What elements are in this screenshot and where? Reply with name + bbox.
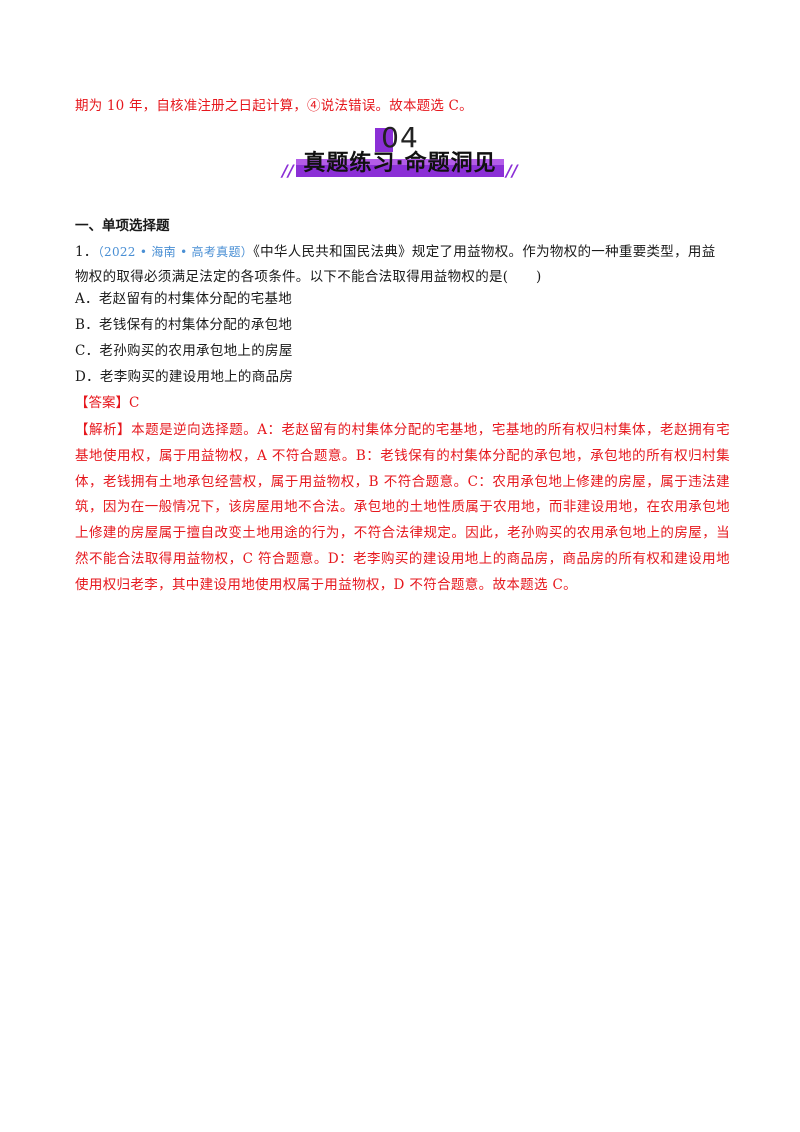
banner-title-highlight-dark <box>296 165 504 177</box>
banner-slash-right-icon: // <box>506 161 518 180</box>
banner-number-accent <box>375 128 393 152</box>
answer-line: 【答案】C <box>75 393 139 413</box>
banner-number: 04 <box>381 121 419 154</box>
option-d: D．老李购买的建设用地上的商品房 <box>75 369 294 385</box>
section-banner: 04 // // 真题练习·命题洞见 <box>0 118 800 188</box>
option-c: C．老孙购买的农用承包地上的房屋 <box>75 343 293 359</box>
answer-value: C <box>129 395 140 411</box>
question-number: 1． <box>75 244 98 260</box>
section-title: 一、单项选择题 <box>75 218 170 234</box>
banner-title: 真题练习·命题洞见 <box>303 151 497 176</box>
option-a: A．老赵留有的村集体分配的宅基地 <box>75 291 293 307</box>
answer-label: 【答案】 <box>75 395 129 411</box>
explanation-label: 【解析】 <box>75 422 132 438</box>
explanation: 【解析】本题是逆向选择题。A：老赵留有的村集体分配的宅基地，宅基地的所有权归村集… <box>75 418 730 599</box>
banner-slash-left-icon: // <box>282 161 294 180</box>
explanation-text: 本题是逆向选择题。A：老赵留有的村集体分配的宅基地，宅基地的所有权归村集体，老赵… <box>75 422 730 593</box>
question-stem: 1．（2022 • 海南 • 高考真题）《中华人民共和国民法典》规定了用益物权。… <box>75 240 727 290</box>
question-source: （2022 • 海南 • 高考真题） <box>97 245 254 259</box>
carryover-text: 期为 10 年，自核准注册之日起计算，④说法错误。故本题选 C。 <box>75 98 473 114</box>
question-text: 《中华人民共和国民法典》规定了用益物权。作为物权的一种重要类型，用益物权的取得必… <box>75 244 716 285</box>
option-b: B．老钱保有的村集体分配的承包地 <box>75 317 293 333</box>
